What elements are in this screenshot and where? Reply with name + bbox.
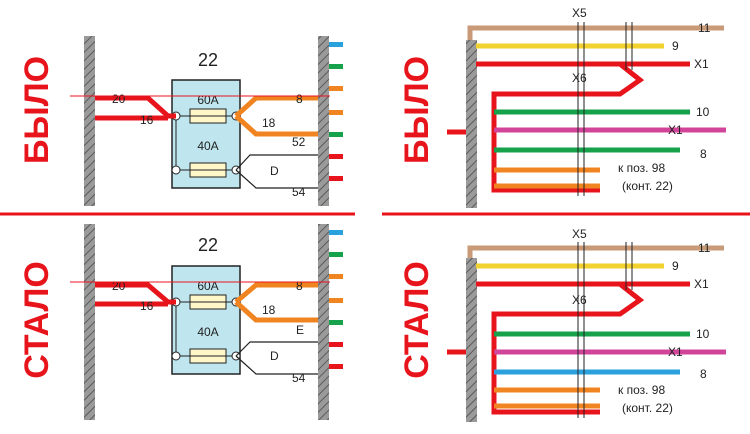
label-after-right: СТАЛО [398,261,436,379]
harness-wire-11: 11 [698,241,711,255]
wire-label-16: 16 [140,299,154,313]
fuse-bottom-rating: 40A [197,325,218,339]
connector-x6-label: X6 [572,293,587,307]
harness-note-line1: к поз. 98 [618,161,665,175]
wire-label-20: 20 [112,279,126,293]
hatched-bar-right [318,224,329,420]
harness-note-line2: (конт. 22) [622,179,673,193]
harness-wire-9: 9 [672,39,679,53]
harness-diagram-before: X5 X6 11 9 X1 10 X1 8 к поз. 98 (конт. 2… [447,6,726,208]
fuse-top-rating: 60A [197,93,218,107]
connector-x6-label: X6 [572,71,587,85]
wire-label-e: E [296,323,304,337]
harness-wire-10: 10 [696,105,710,119]
fuse-top-rating: 60A [197,279,218,293]
wire-label-16: 16 [140,113,154,127]
harness-wire-x1-top: X1 [694,57,709,71]
wire-label-54: 54 [292,371,306,385]
harness-diagram-after: X5 X6 11 9 X1 10 X1 8 к поз. 98 (конт. 2… [447,227,726,422]
harness-wire-9: 9 [672,259,679,273]
harness-wire-8: 8 [700,147,707,161]
harness-note-line1: к поз. 98 [618,383,665,397]
harness-wire-x1-top: X1 [694,277,709,291]
fuse-box-number: 22 [198,50,218,70]
harness-wire-8: 8 [700,367,707,381]
wire-label-54: 54 [292,185,306,199]
connector-x5-label: X5 [572,6,587,20]
harness-wire-10: 10 [696,327,710,341]
wire-label-20: 20 [112,92,126,106]
hatched-bar-left [84,36,95,206]
wire-label-18: 18 [262,303,276,317]
wire-label-18: 18 [262,116,276,130]
fuse-box-number: 22 [198,235,218,255]
harness-wire-11: 11 [698,21,711,35]
connector-x5-label: X5 [572,227,587,241]
harness-wire-x1-mid: X1 [668,345,683,359]
fuse-diagram-after: 22 60A 40A 20 16 8 18 E D 54 [70,224,343,420]
label-before-right: БЫЛО [398,56,436,164]
label-after-left: СТАЛО [18,261,56,379]
fuse-diagram-before: 22 60A 40A 20 16 8 18 52 D 54 [70,36,343,206]
harness-wire-x1-mid: X1 [668,123,683,137]
wire-label-d: D [270,349,279,363]
wire-label-8: 8 [296,279,303,293]
hatched-bar-right [318,36,329,206]
wire-label-d: D [270,164,279,178]
wire-label-8: 8 [296,92,303,106]
wire-label-52: 52 [292,135,306,149]
label-before-left: БЫЛО [18,56,56,164]
fuse-bottom-rating: 40A [197,139,218,153]
hatched-bar [466,40,477,208]
hatched-bar [466,258,477,422]
harness-note-line2: (конт. 22) [622,401,673,415]
hatched-bar-left [84,224,95,420]
